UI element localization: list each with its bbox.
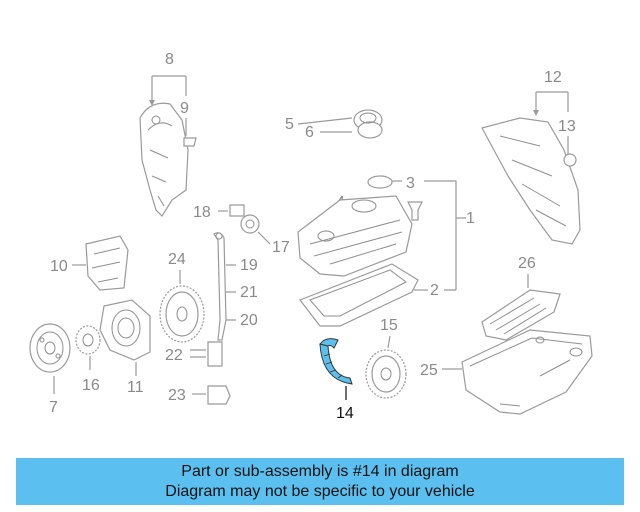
part-17-pulley[interactable]: [240, 214, 260, 234]
callout-1: 1: [466, 210, 475, 227]
callout-10: 10: [50, 258, 68, 275]
part-13-seal[interactable]: [563, 153, 577, 167]
part-16-gear[interactable]: [75, 325, 101, 355]
callout-21: 21: [240, 284, 258, 301]
part-18-sensor[interactable]: [229, 204, 245, 217]
callout-20: 20: [240, 312, 258, 329]
part-19-dipstick[interactable]: [213, 232, 227, 341]
callout-12: 12: [544, 69, 562, 86]
callout-25: 25: [420, 362, 438, 379]
callout-24: 24: [168, 251, 186, 268]
callout-17: 17: [272, 239, 290, 256]
part-25-oil-pan[interactable]: [461, 329, 593, 415]
part-3-cap-seal[interactable]: [367, 175, 393, 189]
callout-14: 14: [336, 405, 354, 422]
part-24-sprocket[interactable]: [159, 285, 205, 343]
callout-3: 3: [406, 175, 415, 192]
callout-22: 22: [165, 347, 183, 364]
part-5-oil-filler-cap[interactable]: [353, 109, 383, 139]
info-banner: Part or sub-assembly is #14 in diagram D…: [16, 458, 624, 505]
callout-18: 18: [193, 204, 211, 221]
callout-23: 23: [168, 387, 186, 404]
part-1-cylinder-head-cover[interactable]: [297, 195, 413, 277]
part-14-highlighted[interactable]: [319, 338, 353, 385]
callout-16: 16: [82, 377, 100, 394]
part-10-cover[interactable]: [85, 235, 129, 291]
callout-19: 19: [240, 257, 258, 274]
callout-15: 15: [380, 317, 398, 334]
part-15-sprocket[interactable]: [365, 349, 407, 399]
banner-line-1: Part or sub-assembly is #14 in diagram: [181, 462, 459, 480]
part-22-tube[interactable]: [207, 341, 223, 367]
part-11-rear-cover[interactable]: [99, 299, 151, 361]
callout-7: 7: [49, 399, 58, 416]
part-8-timing-cover[interactable]: [139, 102, 189, 217]
part-bolt[interactable]: [407, 201, 423, 221]
callout-2: 2: [430, 282, 439, 299]
callout-26: 26: [518, 255, 536, 272]
callout-9: 9: [180, 100, 189, 117]
callout-5: 5: [285, 116, 294, 133]
banner-line-2: Diagram may not be specific to your vehi…: [165, 482, 475, 500]
callout-11: 11: [127, 379, 144, 396]
callout-6: 6: [305, 124, 314, 141]
part-7-crank-pulley[interactable]: [29, 323, 71, 373]
part-23-seal[interactable]: [207, 385, 231, 405]
part-26-oil-baffle[interactable]: [481, 289, 561, 341]
part-2-head-cover-gasket[interactable]: [299, 263, 419, 327]
part-9-bolt[interactable]: [183, 137, 197, 147]
callout-8: 8: [165, 51, 174, 68]
part-12-rear-timing-cover[interactable]: [481, 117, 581, 245]
callout-13: 13: [558, 118, 576, 135]
